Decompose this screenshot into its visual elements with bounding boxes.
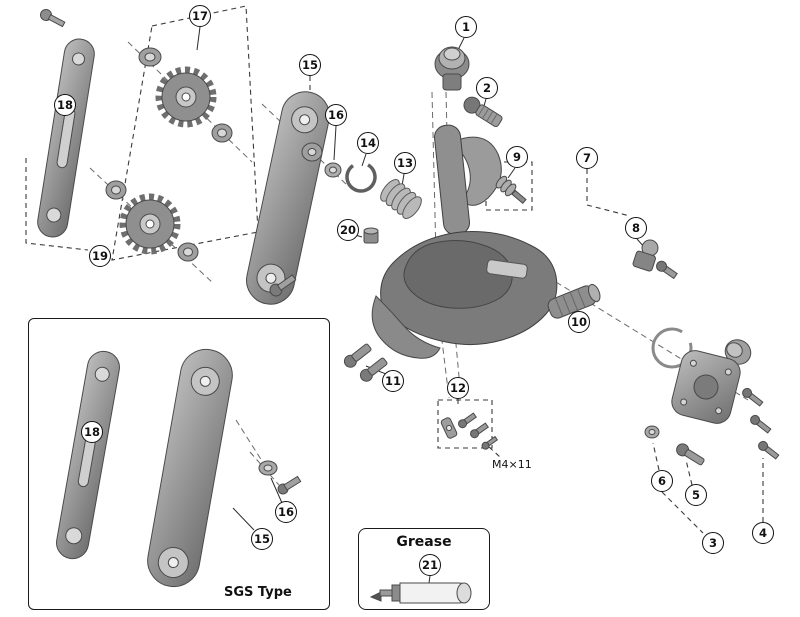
sgs-group-box <box>28 318 330 610</box>
callout-11: 11 <box>382 370 404 392</box>
grease-label: Grease <box>396 534 452 550</box>
cable-adjust-barrel <box>547 283 601 319</box>
sgs-inner-plate <box>56 350 120 560</box>
cover-unit-group <box>644 327 780 466</box>
cover-screws <box>742 387 780 460</box>
spring-cover-plug <box>363 227 379 244</box>
callout-12: 12 <box>447 377 469 399</box>
callout-3: 3 <box>702 532 724 554</box>
p-tension-spring <box>380 178 422 220</box>
body-inner-shade <box>403 240 513 309</box>
m4x11-label: M4×11 <box>492 458 532 471</box>
callout-15-upper: 15 <box>299 54 321 76</box>
tension-pulley <box>119 193 181 255</box>
plug-washer <box>644 425 660 439</box>
callout-6: 6 <box>651 470 673 492</box>
callout-16-upper: 16 <box>325 104 347 126</box>
snap-ring <box>345 161 377 193</box>
b-tension-plate <box>451 136 502 206</box>
callout-21: 21 <box>419 554 441 576</box>
upper-cage-group <box>37 9 342 305</box>
callout-8: 8 <box>625 217 647 239</box>
bracket-axle-unit <box>434 46 470 91</box>
sgs-outer-plate <box>147 348 233 588</box>
cage-front <box>371 295 441 359</box>
callout-18-upper: 18 <box>54 94 76 116</box>
derailleur-body-group <box>343 124 678 450</box>
sgs-bolt <box>277 475 302 495</box>
callout-19: 19 <box>89 245 111 267</box>
guide-pulley <box>155 66 217 128</box>
inner-plate <box>37 38 95 238</box>
callout-14: 14 <box>357 132 379 154</box>
sgs-type-label: SGS Type <box>224 585 292 600</box>
callout-7: 7 <box>576 147 598 169</box>
gasket-ring <box>651 327 693 369</box>
sgs-plate-group <box>56 348 302 588</box>
b-tension-spring-set <box>495 175 527 205</box>
callout-17: 17 <box>189 5 211 27</box>
center-parts <box>345 46 527 244</box>
callout-1: 1 <box>455 16 477 38</box>
cable-fixing-screw-set <box>440 412 499 450</box>
grease-tube <box>369 582 472 604</box>
body-logo-plate <box>486 259 528 279</box>
callout-18-sgs: 18 <box>81 421 103 443</box>
callout-5: 5 <box>685 484 707 506</box>
callout-2: 2 <box>476 77 498 99</box>
bracket-bolt <box>463 96 503 128</box>
grease-group-box <box>358 528 490 610</box>
callout-20: 20 <box>337 219 359 241</box>
cage-stop-bolt <box>269 274 297 297</box>
stroke-adjust-bolts <box>343 343 388 382</box>
callout-15-sgs: 15 <box>251 528 273 550</box>
callout-9: 9 <box>506 146 528 168</box>
cover-plate <box>671 350 741 424</box>
callout-4: 4 <box>752 522 774 544</box>
pulley-bolt <box>40 9 66 28</box>
cable-fixing-unit <box>632 239 678 280</box>
plate-bolt <box>676 443 705 466</box>
callout-16-sgs: 16 <box>275 501 297 523</box>
callout-10: 10 <box>568 311 590 333</box>
callout-13: 13 <box>394 152 416 174</box>
